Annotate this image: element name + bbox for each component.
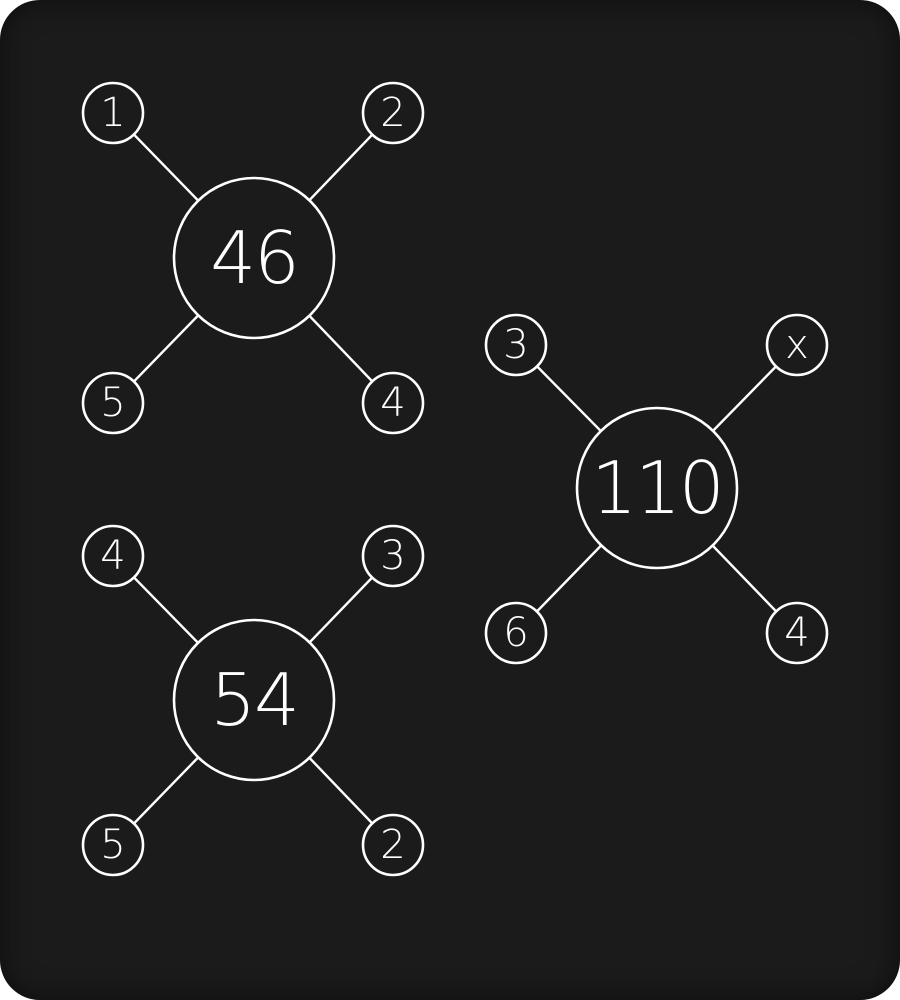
wheel-1: 46 1 2 5 4 xyxy=(81,81,425,435)
outer-circle-bottom-left xyxy=(81,813,145,877)
outer-circle-bottom-left xyxy=(81,371,145,435)
center-circle xyxy=(172,618,336,782)
outer-number-bottom-right: 2 xyxy=(380,822,405,868)
outer-number-bottom-right: 4 xyxy=(784,610,809,656)
outer-circle-top-right xyxy=(361,524,425,588)
outer-number-top-left: 4 xyxy=(100,533,125,579)
outer-circle-top-left xyxy=(81,81,145,145)
outer-circle-bottom-right xyxy=(765,601,829,665)
outer-number-bottom-left: 5 xyxy=(100,380,125,426)
outer-circle-top-left xyxy=(484,313,548,377)
outer-circle-top-right xyxy=(765,313,829,377)
outer-number-bottom-right: 4 xyxy=(380,380,405,426)
outer-circle-bottom-right xyxy=(361,371,425,435)
wheel-2: 54 4 3 5 2 xyxy=(81,524,425,877)
center-number: 110 xyxy=(591,446,722,530)
outer-number-top-right-unknown: x xyxy=(785,322,809,368)
wheel-3: 110 3 x 6 4 xyxy=(484,313,829,665)
outer-circle-bottom-right xyxy=(361,813,425,877)
outer-number-top-left: 1 xyxy=(100,90,125,136)
outer-circle-bottom-left xyxy=(484,601,548,665)
outer-circle-top-left xyxy=(81,524,145,588)
outer-number-top-right: 3 xyxy=(380,533,405,579)
center-number: 46 xyxy=(210,216,298,300)
outer-number-top-left: 3 xyxy=(503,322,528,368)
center-circle xyxy=(172,176,336,340)
outer-number-top-right: 2 xyxy=(380,90,405,136)
center-circle xyxy=(575,406,739,570)
outer-circle-top-right xyxy=(361,81,425,145)
outer-number-bottom-left: 5 xyxy=(100,822,125,868)
outer-number-bottom-left: 6 xyxy=(503,610,528,656)
center-number: 54 xyxy=(210,658,298,742)
